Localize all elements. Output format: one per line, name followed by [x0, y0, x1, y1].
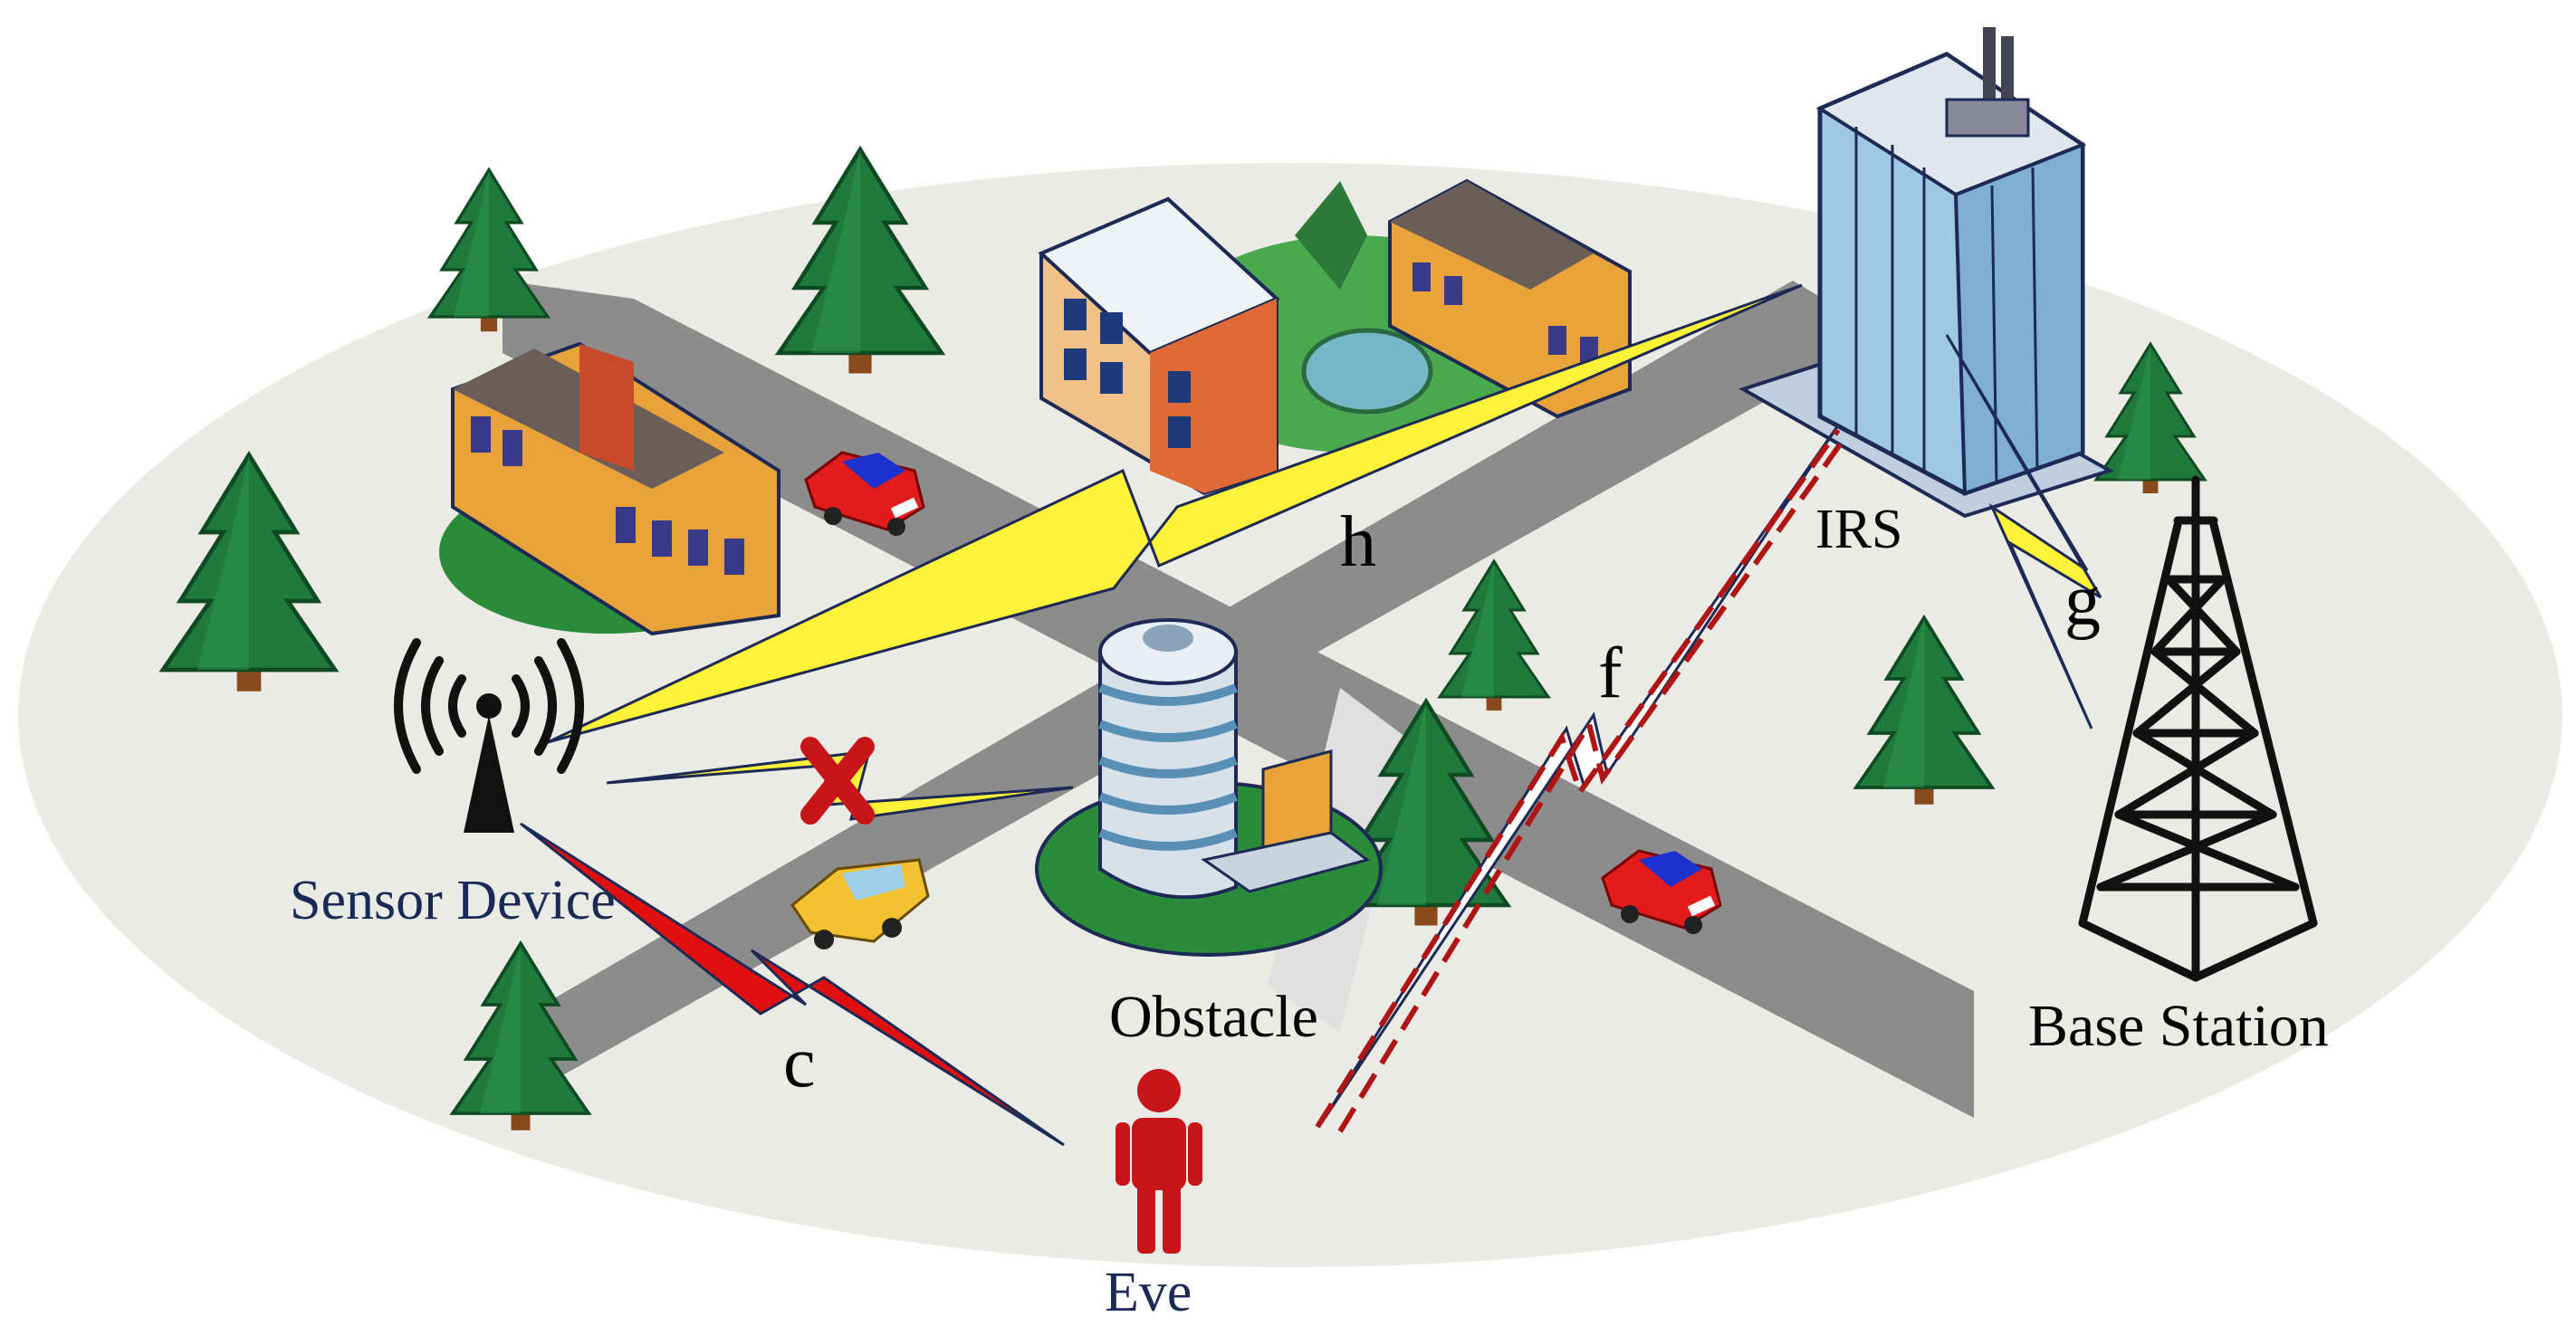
building-icon	[439, 341, 780, 636]
x-mark-icon	[800, 737, 875, 825]
irs-label: IRS	[1815, 499, 1902, 560]
tree-icon	[428, 167, 550, 333]
eve-label: Eve	[1105, 1262, 1192, 1323]
base-station-label: Base Station	[2028, 993, 2329, 1059]
obstacle-label: Obstacle	[1109, 984, 1318, 1050]
channel-c-label: c	[783, 1023, 816, 1102]
person-icon	[1116, 1069, 1202, 1254]
channel-h-label: h	[1340, 502, 1376, 582]
lattice-tower-icon	[2078, 475, 2318, 982]
irs-building-icon	[1738, 27, 2115, 519]
link-g	[1945, 334, 2102, 730]
obstacle-building-icon	[1035, 618, 1383, 957]
antenna-broadcast-icon	[394, 638, 584, 833]
link-h	[547, 283, 1803, 744]
sensor-device-label: Sensor Device	[290, 870, 616, 931]
building-icon	[1038, 178, 1632, 496]
channel-f-label: f	[1598, 634, 1623, 713]
link-f	[1315, 425, 1850, 1133]
car-icon	[790, 858, 930, 949]
channel-g-label: g	[2064, 561, 2101, 641]
link-c	[520, 822, 1065, 1147]
